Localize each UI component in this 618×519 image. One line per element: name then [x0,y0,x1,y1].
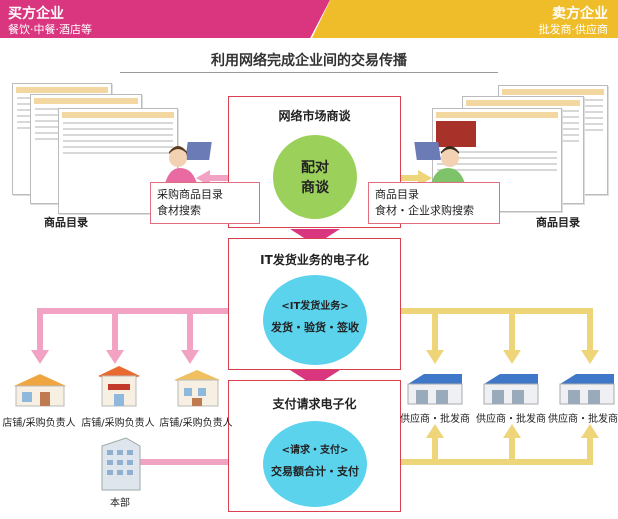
matching-circle-line2: 商谈 [301,180,329,196]
title-underline [120,72,498,73]
buyer-callout-line1: 采购商品目录 [157,188,223,201]
store-icon [174,370,220,407]
matching-circle-line1: 配对 [301,160,329,176]
seller-callout-line2: 食材・企业求购搜索 [375,204,474,217]
stage-2-box: IT发货业务的电子化 <IT发货业务> 发货・验货・签收 [228,238,401,370]
payment-circle-line2: 交易额合计・支付 [271,465,359,478]
product-photo-thumbnail [436,121,476,147]
store-label-2: 店铺/采购负责人 [81,418,155,429]
seller-catalog-label: 商品目录 [536,216,580,229]
buyer-callout-line2: 食材搜索 [157,204,201,217]
page-title: 利用网络完成企业间的交易传播 [211,53,407,69]
stage-3-box: 支付请求电子化 <请求・支付> 交易额合计・支付 [228,380,401,512]
stage-1-title: 网络市场商谈 [278,109,351,123]
store-label-1: 店铺/采购负责人 [2,418,76,429]
stage-2-title: IT发货业务的电子化 [260,253,369,267]
supplier-warehouse-icon [407,374,463,405]
seller-subtitle: 批发商·供应商 [538,23,609,36]
shipping-circle-line1: <IT发货业务> [281,301,349,312]
seller-search-callout: 商品目录 食材・企业求购搜索 [368,182,500,224]
payment-circle-line1: <请求・支付> [281,445,349,456]
buyer-catalog-label: 商品目录 [44,216,88,229]
down-arrow-1 [290,229,340,245]
shipping-circle: <IT发货业务> 发货・验货・签收 [263,275,367,365]
buyer-subtitle: 餐饮·中餐·酒店等 [8,23,92,36]
shipping-circle-line2: 发货・验货・签收 [271,321,359,334]
headquarters-building-icon [101,437,141,491]
supplier-label-3: 供应商・批发商 [548,414,618,425]
supplier-label-2: 供应商・批发商 [476,414,546,425]
supplier-warehouse-icon [559,374,615,405]
buyer-search-callout: 采购商品目录 食材搜索 [150,182,260,224]
buyer-title: 买方企业 [8,6,64,22]
supplier-label-1: 供应商・批发商 [400,414,470,425]
supplier-warehouse-icon [483,374,539,405]
store-icon [98,366,140,407]
seller-callout-line1: 商品目录 [375,188,419,201]
headquarters-label: 本部 [110,498,130,509]
down-arrow-2 [290,370,340,386]
stage-3-title: 支付请求电子化 [272,397,357,411]
buyer-banner [0,0,330,38]
seller-banner [312,0,618,38]
matching-circle: 配对 商谈 [273,135,357,219]
payment-circle: <请求・支付> 交易额合计・支付 [263,421,367,507]
store-icon [14,374,66,407]
store-label-3: 店铺/采购负责人 [159,418,233,429]
seller-title: 卖方企业 [552,6,608,22]
